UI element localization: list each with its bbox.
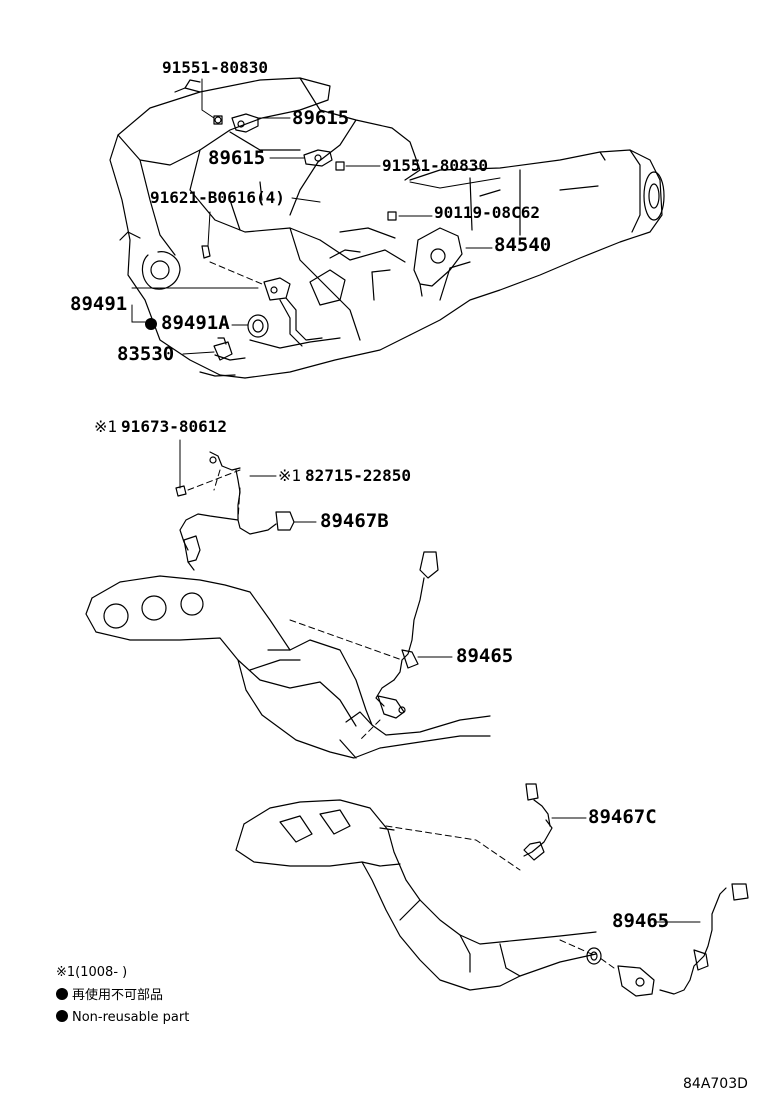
top-small-parts — [201, 113, 463, 361]
part-label-84540[interactable]: 84540 — [494, 234, 552, 256]
part-label-89467B[interactable]: 89467B — [320, 510, 389, 532]
part-label-91551-top[interactable]: 91551-80830 — [162, 58, 268, 77]
sensor-89467B-drawing — [175, 451, 295, 571]
part-label-89467C[interactable]: 89467C — [588, 806, 657, 828]
part-label-89465-front[interactable]: 89465 — [456, 645, 514, 667]
legend-en-text: Non-reusable part — [72, 1010, 190, 1025]
transmission-drawing — [409, 149, 665, 336]
note-mark: ※1 — [278, 466, 302, 485]
part-label-89465-rear[interactable]: 89465 — [612, 910, 670, 932]
non-reusable-dot-icon — [56, 988, 68, 1000]
part-label-89615-mid[interactable]: 89615 — [208, 147, 266, 169]
part-label-89615-top[interactable]: 89615 — [292, 107, 350, 129]
exhaust-manifold-rear-drawing — [235, 799, 597, 991]
part-label-91621[interactable]: 91621-B0616(4) — [150, 188, 285, 207]
part-label-90119[interactable]: 90119-08C62 — [434, 203, 540, 222]
non-reusable-dot-icon — [56, 1010, 68, 1022]
legend-non-reusable-jp: 再使用不可部品 — [56, 988, 163, 1002]
sensor-89465-front-drawing — [375, 551, 439, 719]
diagram-code: 84A703D — [683, 1076, 748, 1092]
part-label-89491[interactable]: 89491 — [70, 293, 128, 315]
legend-note-1: ※1(1008- ) — [56, 965, 128, 980]
exhaust-manifold-front-drawing — [85, 575, 491, 759]
legend-jp-text: 再使用不可部品 — [72, 988, 164, 1003]
leader-lines — [131, 78, 701, 923]
sensor-89467C-drawing — [523, 783, 553, 861]
part-label-89491A-text: 89491A — [161, 312, 230, 334]
note-mark: ※1 — [94, 417, 118, 436]
part-label-89491A[interactable]: 89491A — [145, 314, 230, 333]
part-label-91551-mid[interactable]: 91551-80830 — [382, 156, 488, 175]
part-label-91673-text: 91673-80612 — [121, 417, 228, 436]
part-label-83530[interactable]: 83530 — [117, 343, 175, 365]
legend-non-reusable-en: Non-reusable part — [56, 1010, 189, 1024]
sensor-89465-rear-drawing — [586, 883, 749, 997]
reference-dashed-lines — [187, 261, 615, 969]
non-reusable-dot-icon — [145, 318, 157, 330]
part-label-82715-text: 82715-22850 — [305, 466, 412, 485]
engine-block-drawing — [109, 77, 421, 379]
